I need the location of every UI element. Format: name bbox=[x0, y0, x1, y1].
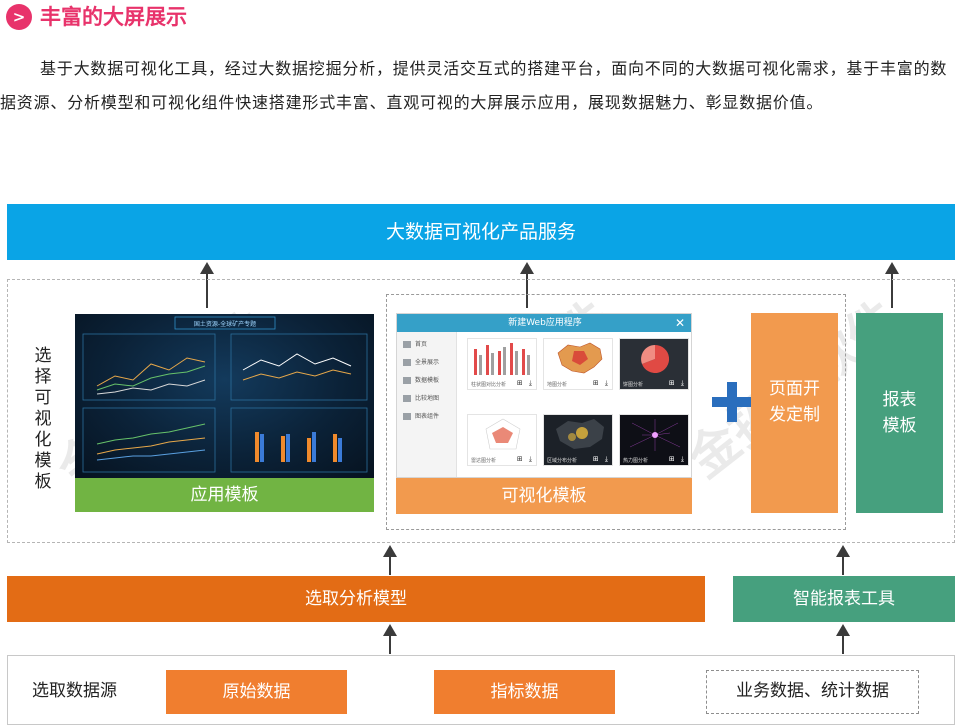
up-arrow bbox=[200, 262, 214, 308]
analysis-model-bar: 选取分析模型 bbox=[7, 576, 705, 622]
dashboard-title: 国土资源-全球矿产专题 bbox=[194, 320, 256, 328]
thumb-actions-icon: ⊞ ⤓ bbox=[516, 379, 534, 387]
up-arrow bbox=[520, 262, 534, 308]
raw-data-box: 原始数据 bbox=[166, 670, 347, 714]
section-title: 丰富的大屏展示 bbox=[40, 5, 187, 29]
network-thumbnail: 热力图分析 ⊞ ⤓ bbox=[619, 414, 689, 466]
report-template-box: 报表模板 bbox=[856, 313, 943, 513]
network-graph-icon bbox=[629, 419, 681, 451]
dashboard-illustration: 国土资源-全球矿产专题 bbox=[82, 316, 368, 473]
sidebar-item: 比较地图 bbox=[401, 392, 453, 405]
thumb-actions-icon: ⊞ ⤓ bbox=[668, 455, 686, 463]
index-data-box: 指标数据 bbox=[434, 670, 615, 714]
report-template-label: 报表模板 bbox=[882, 390, 917, 436]
up-arrow bbox=[836, 545, 850, 575]
bar-chart-icon bbox=[474, 343, 530, 375]
close-icon: ✕ bbox=[674, 316, 686, 330]
thumb-caption: 区域分布分析 bbox=[547, 458, 578, 464]
product-service-banner: 大数据可视化产品服务 bbox=[7, 204, 955, 260]
window-sidebar: 首页 全景展示 数据模板 比较地图 图表组件 bbox=[397, 332, 457, 477]
up-arrow bbox=[885, 262, 899, 308]
intro-paragraph: 基于大数据可视化工具，经过大数据挖掘分析，提供灵活交互式的搭建平台，面向不同的大… bbox=[0, 59, 948, 112]
select-template-label: 选择可视化模板 bbox=[34, 346, 52, 492]
thumb-actions-icon: ⊞ ⤓ bbox=[668, 379, 686, 387]
visual-dev-group bbox=[386, 294, 846, 530]
up-arrow bbox=[383, 624, 397, 654]
page-dev-label: 页面开发定制 bbox=[769, 379, 820, 425]
visual-template-label: 可视化模板 bbox=[396, 478, 692, 514]
visual-template-window: 新建Web应用程序 ✕ 首页 全景展示 数据模板 比较地图 图表组件 柱状图对比… bbox=[396, 313, 692, 478]
pie-thumbnail: 饼图分析 ⊞ ⤓ bbox=[619, 338, 689, 390]
sidebar-item: 数据模板 bbox=[401, 374, 453, 387]
map-thumbnail: 地图分析 ⊞ ⤓ bbox=[543, 338, 613, 390]
up-arrow bbox=[836, 624, 850, 654]
chevron-right-icon: > bbox=[6, 4, 32, 30]
thumb-caption: 雷达图分析 bbox=[471, 458, 497, 464]
smart-report-tool-bar: 智能报表工具 bbox=[733, 576, 955, 622]
business-data-box: 业务数据、统计数据 bbox=[706, 670, 919, 714]
region-thumbnail: 区域分布分析 ⊞ ⤓ bbox=[543, 414, 613, 466]
thumb-actions-icon: ⊞ ⤓ bbox=[592, 455, 610, 463]
thumb-caption: 柱状图对比分析 bbox=[471, 382, 507, 388]
radar-thumbnail: 雷达图分析 ⊞ ⤓ bbox=[467, 414, 537, 466]
app-dashboard-thumbnail: 国土资源-全球矿产专题 bbox=[75, 314, 374, 478]
thumb-actions-icon: ⊞ ⤓ bbox=[516, 455, 534, 463]
thumb-caption: 饼图分析 bbox=[623, 382, 644, 388]
pie-chart-icon bbox=[641, 344, 670, 373]
sidebar-item: 图表组件 bbox=[401, 410, 453, 423]
bar-chart-thumbnail: 柱状图对比分析 ⊞ ⤓ bbox=[467, 338, 537, 390]
thumb-caption: 地图分析 bbox=[547, 382, 568, 388]
china-map-icon bbox=[557, 342, 603, 374]
page-dev-box: 页面开发定制 bbox=[751, 313, 838, 513]
sidebar-item: 首页 bbox=[401, 338, 453, 351]
datasource-label: 选取数据源 bbox=[32, 681, 117, 701]
thumb-caption: 热力图分析 bbox=[623, 458, 649, 464]
window-title: 新建Web应用程序 bbox=[397, 314, 691, 332]
radar-chart-icon bbox=[485, 418, 521, 450]
up-arrow bbox=[383, 545, 397, 575]
plus-icon bbox=[712, 382, 752, 422]
app-template-label: 应用模板 bbox=[75, 478, 374, 512]
thumb-actions-icon: ⊞ ⤓ bbox=[592, 379, 610, 387]
heat-map-icon bbox=[556, 419, 604, 449]
template-selection-group bbox=[7, 279, 955, 543]
sidebar-item: 全景展示 bbox=[401, 356, 453, 369]
